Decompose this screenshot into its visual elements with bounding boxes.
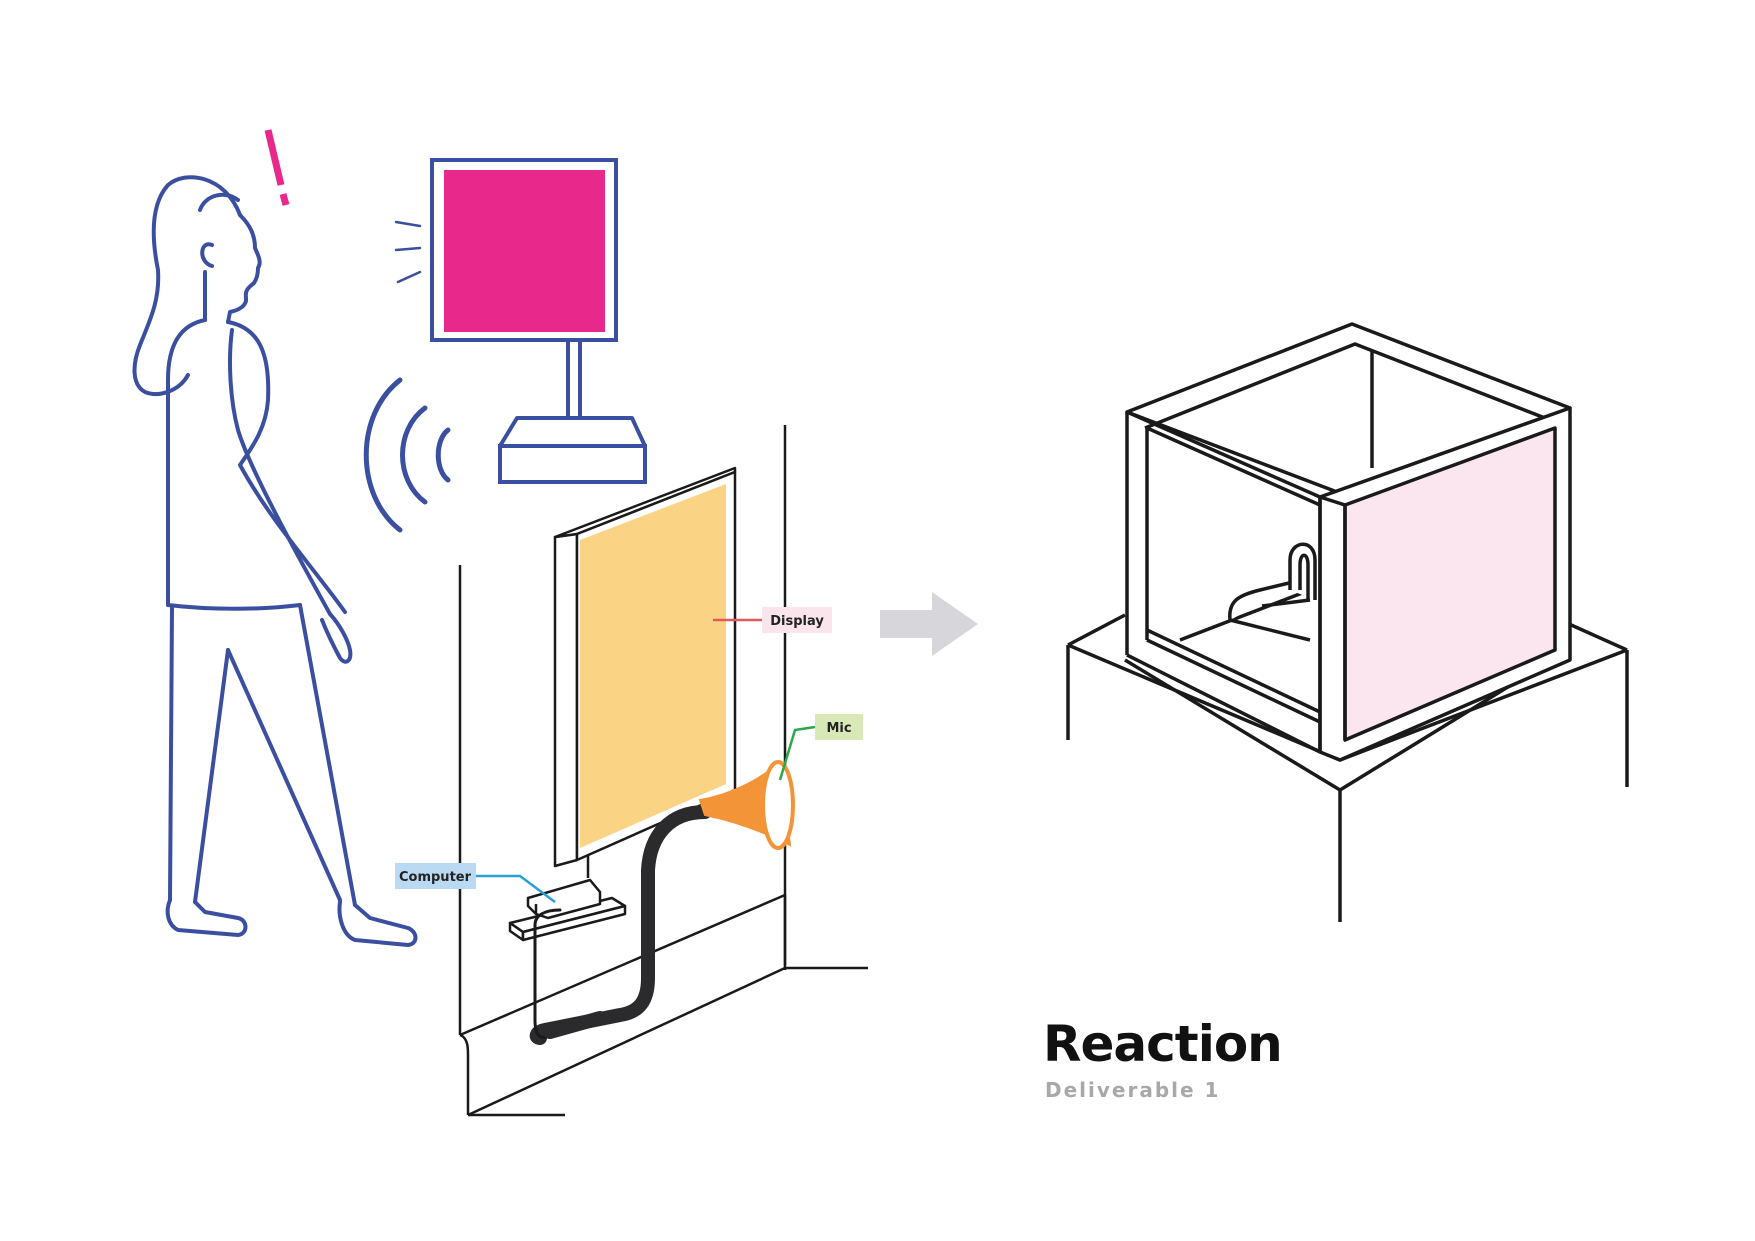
person-figure xyxy=(132,175,418,947)
page-subtitle: Deliverable 1 xyxy=(1045,1078,1221,1102)
mic-icon xyxy=(698,759,795,850)
arrow-right-icon xyxy=(880,592,978,656)
computer-label: Computer xyxy=(399,870,472,885)
computer-callout: Computer xyxy=(395,863,556,904)
sound-waves-icon xyxy=(363,377,451,533)
computer-box xyxy=(508,878,627,942)
wall-structure xyxy=(458,425,868,1117)
mic-label: Mic xyxy=(826,721,851,736)
screen-glow-lines xyxy=(394,220,422,284)
display-callout: Display xyxy=(713,607,832,633)
page-title: Reaction xyxy=(1043,1015,1283,1073)
kiosk-illustration xyxy=(1066,322,1629,922)
monitor-icon xyxy=(394,158,647,484)
mic-callout: Mic xyxy=(778,714,863,781)
alert-mark xyxy=(264,129,290,206)
cable xyxy=(529,805,712,1045)
display-label: Display xyxy=(770,614,824,629)
display-panel xyxy=(553,466,737,878)
